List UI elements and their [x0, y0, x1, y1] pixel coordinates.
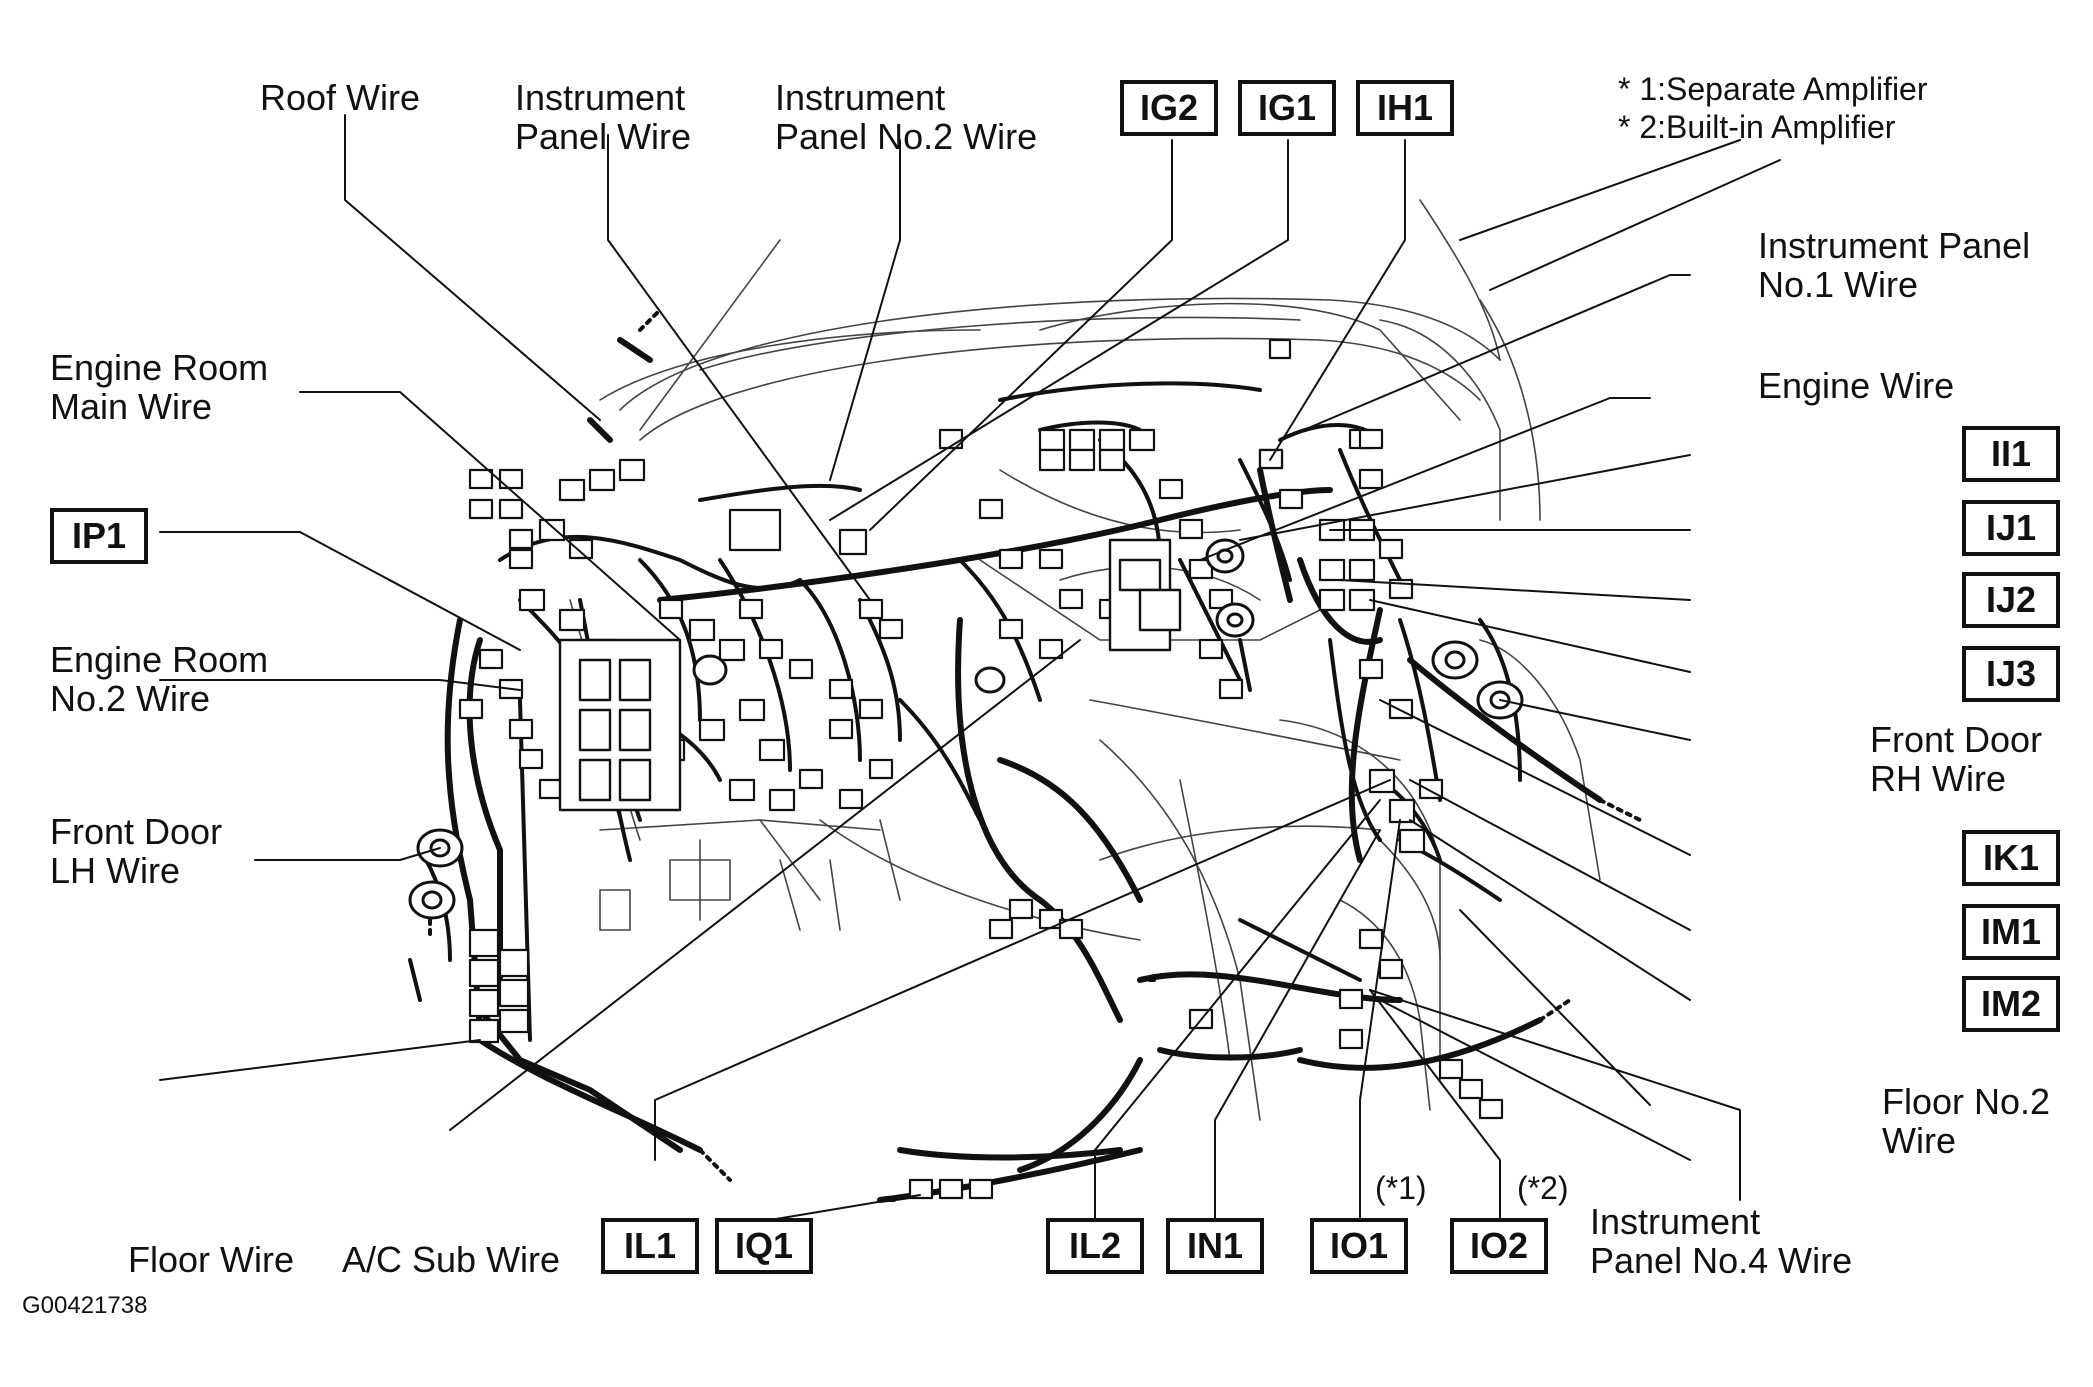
label-line: Front Door — [1870, 719, 2043, 760]
label-line: Instrument — [515, 77, 686, 118]
instrument-panel-no2-wire-label: Instrument Panel No.2 Wire — [775, 78, 1037, 156]
instrument-panel-no1-wire-label: Instrument Panel No.1 Wire — [1758, 226, 2030, 304]
label-line: Engine Room — [50, 347, 269, 388]
label-line: Panel No.2 Wire — [775, 116, 1038, 157]
label-line: Main Wire — [50, 386, 213, 427]
connector-blocks — [458, 338, 1504, 1200]
label-line: No.1 Wire — [1758, 264, 1919, 305]
instrument-panel-no4-wire-label: Instrument Panel No.4 Wire — [1590, 1202, 1852, 1280]
label-line: Instrument — [775, 77, 946, 118]
connector-ii1: II1 — [1962, 426, 2060, 482]
io1-footnote-mark: (*1) — [1375, 1170, 1427, 1206]
label-line: RH Wire — [1870, 758, 2006, 799]
connector-ig1: IG1 — [1238, 80, 1336, 136]
connector-im1: IM1 — [1962, 904, 2060, 960]
connector-il1: IL1 — [601, 1218, 699, 1274]
connector-ip1: IP1 — [50, 508, 148, 564]
engine-room-main-wire-label: Engine Room Main Wire — [50, 348, 268, 426]
floor-wire-label: Floor Wire — [128, 1239, 295, 1280]
leader-lines — [159, 114, 1781, 1241]
junction-blocks — [558, 538, 1182, 812]
label-line: Panel Wire — [515, 116, 692, 157]
connector-ih1: IH1 — [1356, 80, 1454, 136]
connector-in1: IN1 — [1166, 1218, 1264, 1274]
connector-ij1: IJ1 — [1962, 500, 2060, 556]
label-line: Floor No.2 — [1882, 1081, 2051, 1122]
footnote-list: * 1:Separate Amplifier * 2:Built-in Ampl… — [1618, 70, 1928, 146]
label-line: Instrument Panel — [1758, 225, 2031, 266]
footnote-builtin-amplifier: * 2:Built-in Amplifier — [1618, 109, 1896, 145]
floor-no2-wire-label: Floor No.2 Wire — [1882, 1082, 2050, 1160]
connector-ik1: IK1 — [1962, 830, 2060, 886]
label-line: Front Door — [50, 811, 223, 852]
engine-room-no2-wire-label: Engine Room No.2 Wire — [50, 640, 268, 718]
label-line: Panel No.4 Wire — [1590, 1240, 1853, 1281]
ac-sub-wire-label: A/C Sub Wire — [342, 1239, 561, 1280]
io2-footnote-mark: (*2) — [1517, 1170, 1569, 1206]
instrument-panel-wire-label: Instrument Panel Wire — [515, 78, 691, 156]
connector-ij3: IJ3 — [1962, 646, 2060, 702]
dashboard-outline — [559, 199, 1601, 1121]
label-line: Wire — [1882, 1120, 1956, 1161]
connector-io1: IO1 — [1310, 1218, 1408, 1274]
connector-im2: IM2 — [1962, 976, 2060, 1032]
label-line: No.2 Wire — [50, 678, 211, 719]
connector-il2: IL2 — [1046, 1218, 1144, 1274]
footnote-separate-amplifier: * 1:Separate Amplifier — [1618, 71, 1928, 107]
harness-tails — [428, 308, 1642, 1202]
connector-ig2: IG2 — [1120, 80, 1218, 136]
roof-wire-label: Roof Wire — [260, 77, 421, 118]
connector-iq1: IQ1 — [715, 1218, 813, 1274]
connector-ij2: IJ2 — [1962, 572, 2060, 628]
label-line: Engine Room — [50, 639, 269, 680]
connector-io2: IO2 — [1450, 1218, 1548, 1274]
label-line: LH Wire — [50, 850, 181, 891]
front-door-rh-wire-label: Front Door RH Wire — [1870, 720, 2042, 798]
front-door-lh-wire-label: Front Door LH Wire — [50, 812, 222, 890]
label-line: Instrument — [1590, 1201, 1761, 1242]
engine-wire-label: Engine Wire — [1758, 365, 1955, 406]
figure-code: G00421738 — [22, 1292, 148, 1319]
